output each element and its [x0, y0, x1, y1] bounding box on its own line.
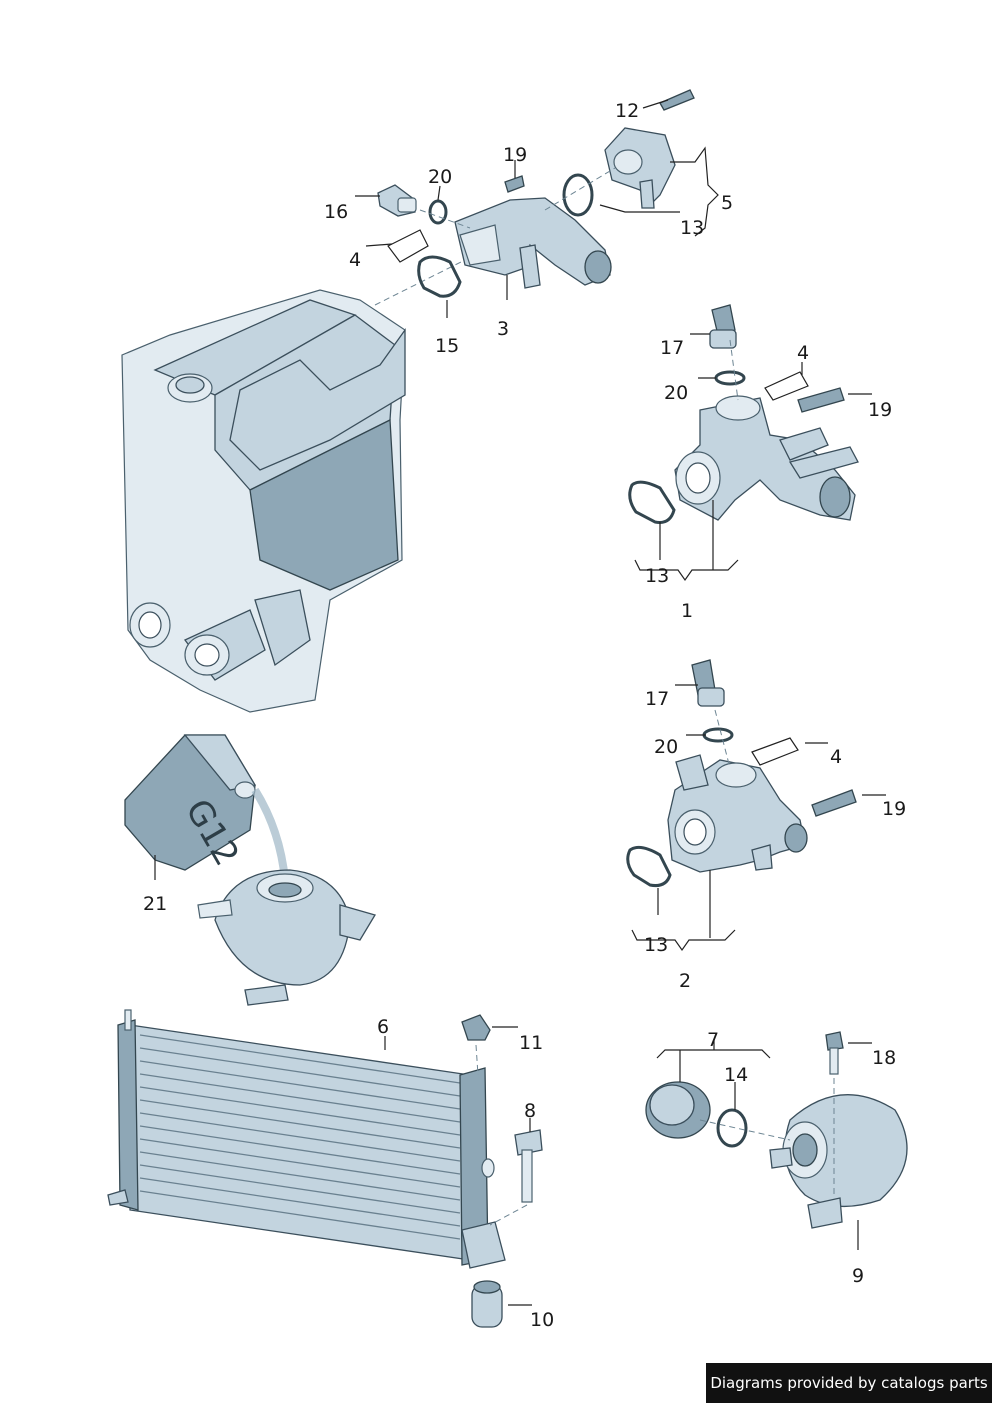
callout-16: 16 — [324, 201, 348, 223]
callout-21: 21 — [143, 893, 167, 915]
callout-19-top: 19 — [503, 144, 527, 166]
callout-4-mid: 4 — [797, 342, 809, 364]
coolant-housing-2 — [626, 659, 857, 887]
callout-20-low: 20 — [654, 736, 678, 758]
callout-19-low: 19 — [882, 798, 906, 820]
radiator-fins — [139, 1034, 461, 1240]
callout-9: 9 — [852, 1265, 864, 1287]
leader-lines — [154, 99, 886, 1306]
radiator — [107, 1009, 543, 1328]
callout-10: 10 — [530, 1309, 554, 1331]
callout-3: 3 — [497, 318, 509, 340]
callout-11: 11 — [519, 1032, 543, 1054]
coolant-bottle-and-reservoir: G12 — [124, 734, 376, 1006]
callout-17-mid: 17 — [660, 337, 684, 359]
callout-20-mid: 20 — [664, 382, 688, 404]
callout-13-low: 13 — [644, 934, 668, 956]
callout-4-low: 4 — [830, 746, 842, 768]
coolant-housing-1 — [628, 304, 859, 524]
callout-17-low: 17 — [645, 688, 669, 710]
footer-credit: Diagrams provided by catalogs parts — [706, 1363, 992, 1403]
callout-13-top: 13 — [680, 217, 704, 239]
reservoir-cap-assembly — [645, 1031, 908, 1229]
callout-19-mid: 19 — [868, 399, 892, 421]
callout-12: 12 — [615, 100, 639, 122]
callout-labels: 12 19 20 16 5 13 4 15 3 17 4 20 19 13 1 … — [143, 100, 906, 1331]
callout-6: 6 — [377, 1016, 389, 1038]
callout-20-top: 20 — [428, 166, 452, 188]
footer-credit-text: Diagrams provided by catalogs parts — [710, 1374, 988, 1392]
upper-coolant-flange-assembly — [377, 89, 695, 298]
callout-8: 8 — [524, 1100, 536, 1122]
callout-13-mid: 13 — [645, 565, 669, 587]
callout-1: 1 — [681, 600, 693, 622]
callout-15: 15 — [435, 335, 459, 357]
callout-4-top: 4 — [349, 249, 361, 271]
callout-14: 14 — [724, 1064, 748, 1086]
callout-18: 18 — [872, 1047, 896, 1069]
callout-2: 2 — [679, 970, 691, 992]
callout-7: 7 — [707, 1029, 719, 1051]
callout-5: 5 — [721, 192, 733, 214]
engine-block — [121, 259, 466, 713]
